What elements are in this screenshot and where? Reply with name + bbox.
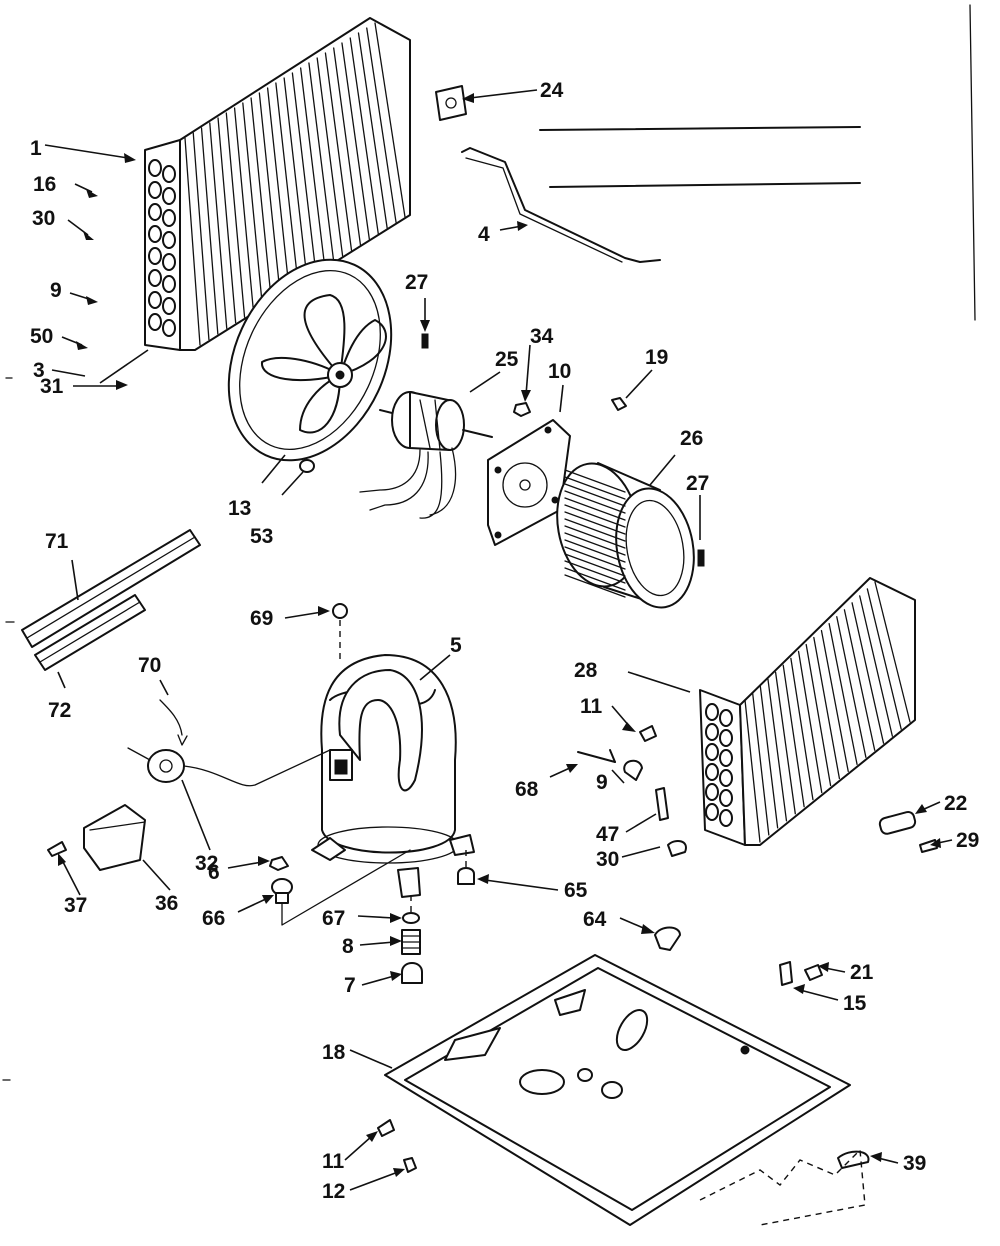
bracket-part-64 [654, 926, 681, 951]
condenser-coil [144, 17, 411, 351]
callout-15: 15 [843, 992, 867, 1015]
screw-part-11-base [377, 1119, 395, 1137]
callout-9-b: 9 [596, 771, 608, 794]
fan-motor-part-25 [359, 391, 493, 519]
callout-30: 30 [32, 207, 55, 230]
leader-lines [44, 89, 953, 1191]
callout-3: 3 [33, 359, 45, 382]
foam-strip-part-72 [34, 594, 146, 671]
reference-line [539, 126, 861, 131]
screw-part-37 [47, 841, 67, 857]
callout-71: 71 [45, 530, 69, 553]
frame-edge-line [969, 4, 976, 321]
callout-19: 19 [645, 346, 668, 369]
foam-strip-part-71 [21, 529, 201, 648]
callout-53: 53 [250, 525, 273, 548]
clip-part-9-right [623, 759, 643, 781]
compressor-part-5 [311, 654, 475, 898]
terminal-cover-part-36 [83, 804, 146, 871]
callout-27-b: 27 [686, 472, 709, 495]
fan-shroud-part-13 [227, 258, 393, 462]
reference-line [549, 182, 861, 188]
nut-part-53 [299, 459, 315, 473]
drier-part-22 [878, 810, 917, 835]
callout-7: 7 [344, 974, 356, 997]
callout-68: 68 [515, 778, 539, 801]
screw-part-12 [403, 1157, 417, 1173]
callout-18: 18 [322, 1041, 346, 1064]
callout-10: 10 [548, 360, 571, 383]
callout-27: 27 [405, 271, 428, 294]
callout-47: 47 [596, 823, 619, 846]
callout-29: 29 [956, 829, 979, 852]
callout-9: 9 [50, 279, 62, 302]
callout-34: 34 [530, 325, 554, 348]
nut-part-6 [269, 856, 289, 871]
bracket-part-39 [837, 1150, 870, 1169]
callout-1: 1 [30, 137, 42, 160]
callout-21: 21 [850, 961, 874, 984]
callout-22: 22 [944, 792, 967, 815]
clip-part-30-right [667, 839, 687, 857]
clip-part-27-blower [697, 549, 705, 567]
sensor-part-47 [655, 787, 669, 821]
screw-part-21 [804, 964, 823, 981]
evaporator-coil-part-28 [699, 577, 916, 846]
callout-13: 13 [228, 497, 251, 520]
callout-30-b: 30 [596, 848, 619, 871]
cap-part-29 [919, 839, 938, 853]
rod-part-4 [461, 147, 661, 263]
callout-67: 67 [322, 907, 345, 930]
screw-part-11 [639, 725, 657, 742]
callout-50: 50 [30, 325, 53, 348]
base-pan-part-18 [384, 954, 851, 1226]
grommet-part-66 [271, 878, 293, 904]
callout-70: 70 [138, 654, 161, 677]
wire-part-70 [159, 699, 183, 736]
clip-part-15 [779, 961, 793, 986]
callout-28: 28 [574, 659, 598, 682]
callout-12: 12 [322, 1180, 345, 1203]
callout-6: 6 [208, 861, 220, 884]
callout-32: 32 [195, 852, 218, 875]
callout-8: 8 [342, 935, 354, 958]
overload-part-32 [127, 747, 331, 787]
callout-26: 26 [680, 427, 703, 450]
tool-part-68 [577, 751, 616, 763]
bracket-part-24 [435, 85, 467, 121]
callout-labels: 1 16 30 9 50 3 31 24 4 27 25 34 10 19 26… [30, 79, 979, 1203]
nut-part-34 [513, 402, 531, 417]
callout-4: 4 [478, 223, 490, 246]
mount-stack [401, 895, 423, 984]
callout-11-b: 11 [322, 1150, 345, 1173]
grommet-part-69 [332, 603, 348, 619]
callout-72: 72 [48, 699, 71, 722]
blower-wheel-part-26 [556, 462, 695, 609]
clip-part-27 [421, 333, 429, 349]
callout-64: 64 [583, 908, 607, 931]
callout-24: 24 [540, 79, 564, 102]
callout-11: 11 [580, 695, 603, 718]
callout-25: 25 [495, 348, 519, 371]
callout-39: 39 [903, 1152, 926, 1175]
callout-37: 37 [64, 894, 87, 917]
callout-36: 36 [155, 892, 178, 915]
callout-66: 66 [202, 907, 225, 930]
callout-69: 69 [250, 607, 273, 630]
callout-65: 65 [564, 879, 588, 902]
callout-5: 5 [450, 634, 462, 657]
grommet-part-65 [457, 850, 475, 885]
callout-16: 16 [33, 173, 56, 196]
callout-31: 31 [40, 375, 64, 398]
screw-part-19 [611, 397, 627, 411]
